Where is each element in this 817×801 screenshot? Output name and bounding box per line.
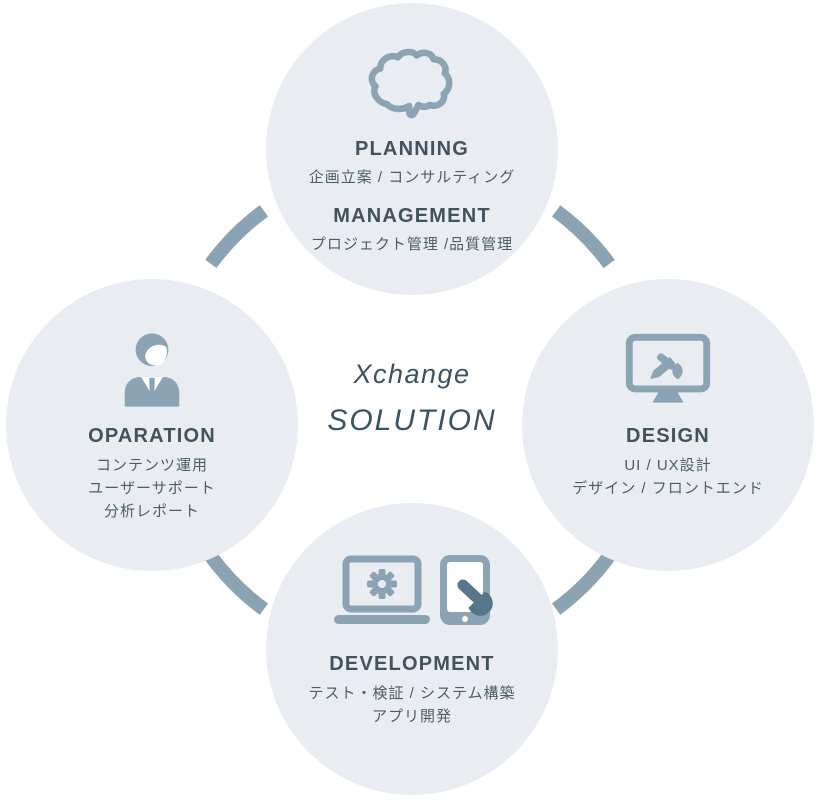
node-design: DESIGN UI / UX設計 デザイン / フロントエンド: [522, 279, 814, 571]
node-subtitle: テスト・検証 / システム構築: [308, 685, 516, 702]
node-subtitle: UI / UX設計: [624, 457, 712, 474]
laptop-tablet-icon: [334, 555, 493, 625]
brain-icon: [368, 48, 453, 119]
person-icon: [124, 333, 180, 407]
node-title: MANAGEMENT: [333, 205, 491, 227]
node-subtitle: 企画立案 / コンサルティング: [308, 169, 516, 186]
node-planning-management: PLANNING 企画立案 / コンサルティング MANAGEMENT プロジェ…: [266, 3, 558, 295]
node-subtitle: デザイン / フロントエンド: [572, 480, 764, 497]
center-solution-text: SOLUTION: [327, 404, 497, 437]
node-title: DEVELOPMENT: [329, 653, 495, 675]
node-title: OPARATION: [88, 425, 216, 447]
node-operation: OPARATION コンテンツ運用 ユーザーサポート 分析レポート: [6, 279, 298, 571]
node-title: PLANNING: [354, 138, 470, 160]
node-subtitle: 分析レポート: [103, 503, 200, 520]
design-monitor-icon: [625, 333, 711, 403]
node-subtitle: コンテンツ運用: [95, 457, 208, 474]
center-label: Xchange SOLUTION: [327, 359, 496, 437]
node-subtitle: プロジェクト管理 /品質管理: [310, 236, 514, 253]
node-title: DESIGN: [626, 425, 710, 447]
node-development: DEVELOPMENT テスト・検証 / システム構築 アプリ開発: [266, 503, 558, 795]
node-subtitle: ユーザーサポート: [88, 480, 216, 497]
node-subtitle: アプリ開発: [371, 708, 452, 725]
center-brand-text: Xchange: [353, 359, 471, 389]
